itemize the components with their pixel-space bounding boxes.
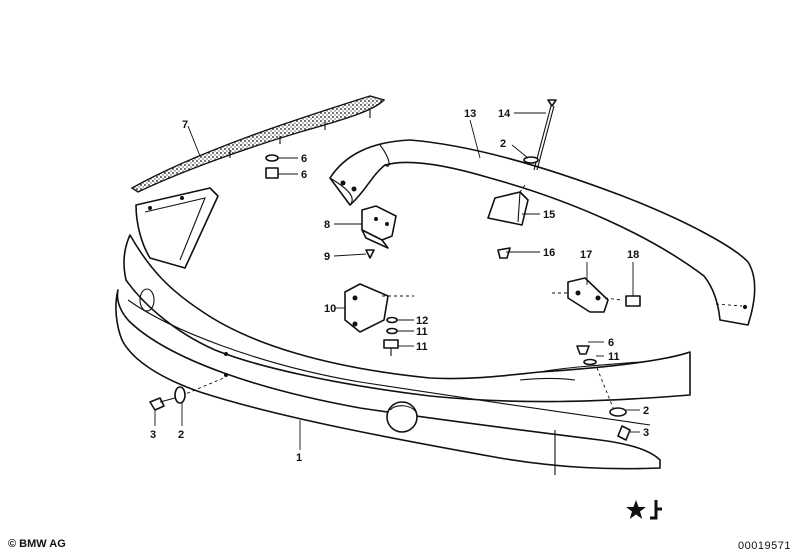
callout-7: 8	[324, 219, 330, 231]
callout-2-top: 2	[500, 138, 506, 150]
callout-6-top: 6	[301, 169, 307, 181]
fastener-set-top	[265, 154, 279, 179]
callout-5: 6	[301, 153, 307, 165]
callout-18: 18	[627, 249, 639, 261]
fastener-set-right	[576, 345, 631, 441]
bracket-icon	[650, 500, 662, 520]
bracket-17-part	[552, 277, 623, 313]
callout-10: 11	[416, 341, 428, 353]
trim-strip-part	[130, 95, 386, 193]
diagram-id: 00019571	[738, 540, 791, 552]
callout-11-right: 11	[608, 351, 620, 363]
upper-cover-part	[329, 139, 756, 326]
clip-16-part	[497, 247, 511, 259]
callout-11-left: 11	[416, 326, 428, 338]
bracket-7-part	[361, 205, 397, 249]
callout-17: 17	[580, 249, 592, 261]
callout-3-left: 3	[150, 429, 156, 441]
copyright-text: © BMW AG	[8, 538, 66, 550]
callout-1: 1	[296, 452, 302, 464]
bolt-18-part	[625, 295, 641, 307]
symbol-mark	[626, 500, 662, 520]
callout-15: 15	[543, 209, 555, 221]
callout-2-right: 2	[643, 405, 649, 417]
star-icon	[626, 500, 646, 519]
callout-14: 14	[498, 108, 511, 120]
callout-9: 10	[324, 303, 336, 315]
bracket-9-part	[344, 283, 414, 333]
callout-4: 7	[182, 119, 188, 131]
callout-labels: 7 6 6 13 14 2 15 8 9 16 17 18 10 12 11 1…	[150, 108, 649, 464]
callout-12: 12	[416, 315, 428, 327]
bumper-body-part	[115, 234, 691, 475]
fastener-set-left	[383, 316, 399, 356]
callout-2-left: 2	[178, 429, 184, 441]
screw-8-part	[365, 249, 375, 259]
side-bracket-part	[135, 187, 219, 269]
bolt-14-part	[523, 99, 557, 171]
leader-lines	[154, 112, 640, 450]
callout-8: 9	[324, 251, 330, 263]
callout-6-right: 6	[608, 337, 614, 349]
holder-15-part	[487, 184, 529, 226]
callout-16: 16	[543, 247, 555, 259]
fastener-set-lower-left	[149, 386, 186, 411]
callout-3-right: 3	[643, 427, 649, 439]
callout-13: 13	[464, 108, 476, 120]
